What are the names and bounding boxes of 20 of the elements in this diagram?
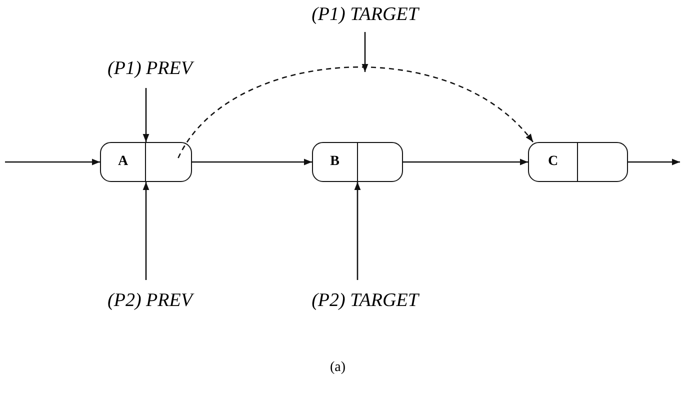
figure-caption: (a) (330, 360, 346, 376)
pointer-label: (P1) PREV (75, 58, 225, 84)
arrow (142, 182, 150, 280)
arrow (403, 158, 528, 166)
arrow (192, 158, 312, 166)
node-key: C (529, 143, 578, 181)
node-key: A (101, 143, 146, 181)
list-node-box (312, 142, 403, 182)
pointer-label: (P1) TARGET (290, 4, 440, 30)
arrow (178, 66, 534, 158)
arrow (142, 88, 150, 142)
arrow (362, 32, 368, 72)
pointer-label: (P2) TARGET (285, 290, 445, 316)
list-node-box (528, 142, 628, 182)
arrow (354, 182, 361, 280)
pointer-label: (P2) PREV (75, 290, 225, 316)
arrow (628, 158, 680, 166)
node-key: B (313, 143, 358, 181)
list-node-box (100, 142, 192, 182)
arrow (5, 158, 100, 166)
